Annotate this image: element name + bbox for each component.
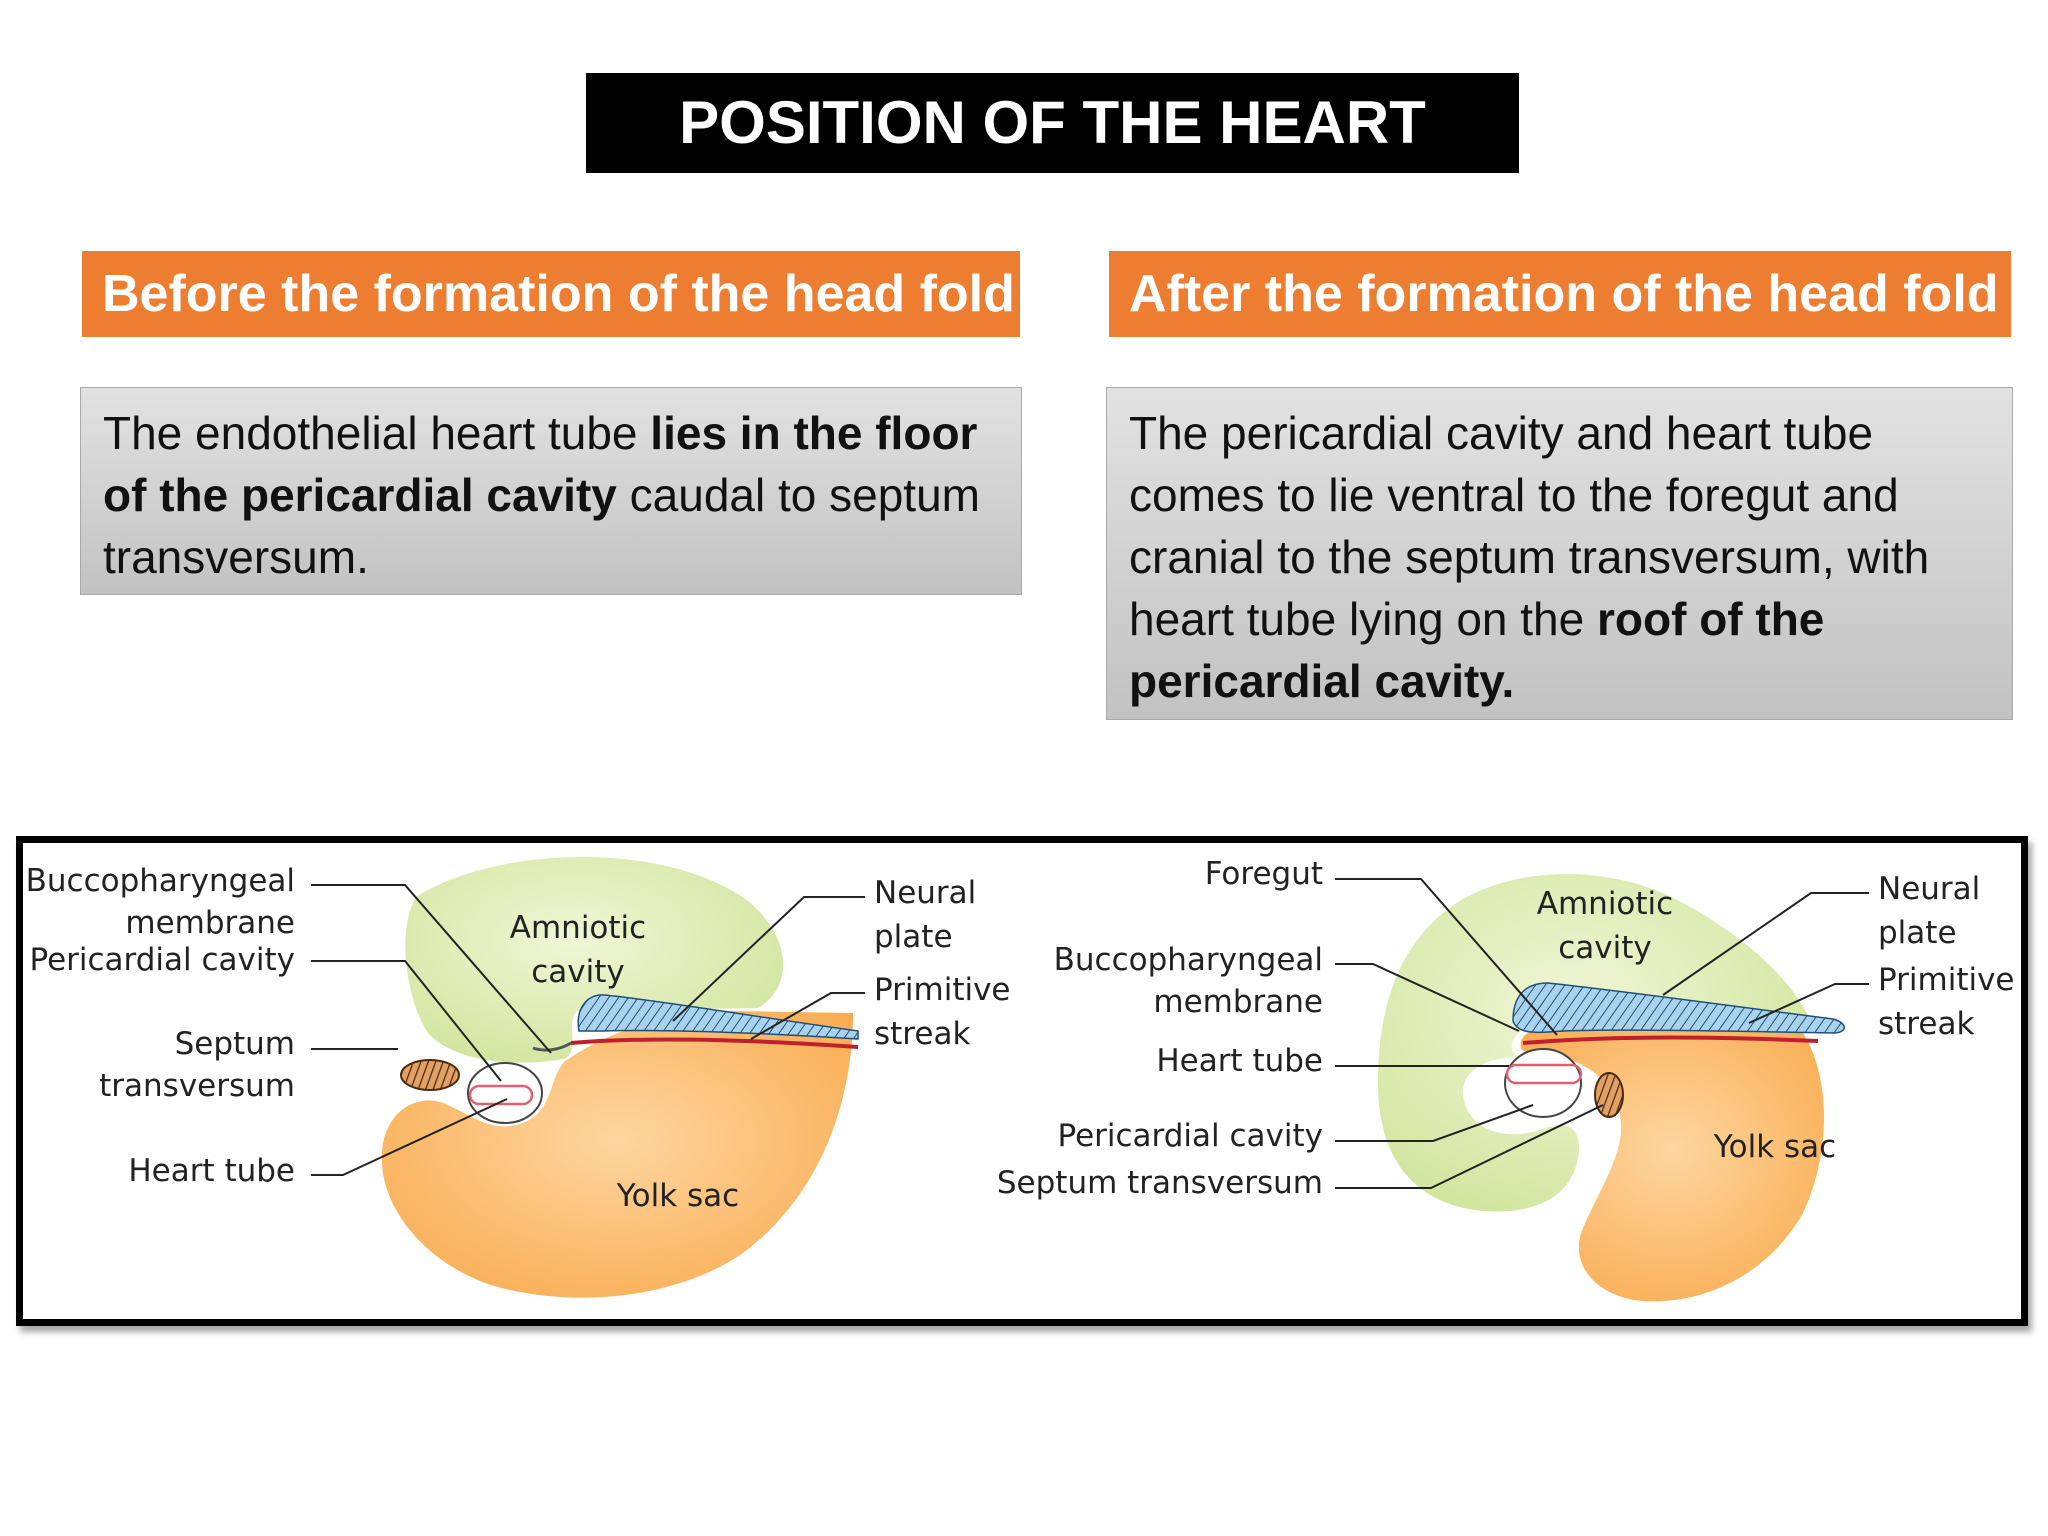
right-primitive-label-1: Primitive	[1878, 962, 2015, 998]
right-amniotic-cavity-shape	[1378, 874, 1813, 1212]
right-foregut-label: Foregut	[1205, 856, 1323, 892]
left-primitive-label-1: Primitive	[874, 972, 1011, 1008]
before-text-2: caudal to septum transversum.	[103, 469, 980, 583]
left-amniotic-cavity-shape	[405, 856, 784, 1063]
right-endoderm-line	[1522, 1035, 1819, 1045]
right-heart-tube-shape	[1505, 1063, 1583, 1085]
left-heart-tube-shape	[468, 1084, 534, 1106]
embryo-diagram: Amniotic cavity Yolk sac Buccopharyngeal…	[26, 856, 2015, 1302]
before-description: The endothelial heart tube lies in the f…	[80, 387, 1022, 595]
slide-title: POSITION OF THE HEART TUBE:	[586, 73, 1519, 256]
left-pericardial-cavity-leader	[311, 960, 502, 1082]
right-yolk-sac-label: Yolk sac	[1713, 1129, 1836, 1165]
right-buccopharyngeal-label-2: membrane	[1153, 984, 1323, 1020]
after-head-fold-header: After the formation of the head fold	[1109, 251, 2011, 337]
right-neural-plate-leader	[1662, 892, 1869, 996]
right-heart-tube-label: Heart tube	[1156, 1043, 1323, 1079]
right-embryo: Amniotic cavity Yolk sac Foregut Buccoph…	[997, 856, 2015, 1302]
right-neural-plate-shape	[1512, 982, 1845, 1034]
left-pericardial-cavity-label: Pericardial cavity	[29, 942, 295, 978]
left-buccopharyngeal-label-1: Buccopharyngeal	[26, 863, 295, 899]
before-text-1: The endothelial heart tube	[103, 407, 651, 459]
diagram-frame: Amniotic cavity Yolk sac Buccopharyngeal…	[16, 836, 2028, 1326]
left-neural-plate-leader	[672, 896, 865, 1022]
left-heart-tube-label: Heart tube	[128, 1153, 295, 1189]
before-head-fold-header: Before the formation of the head fold	[82, 251, 1020, 337]
left-septum-label-2: transversum	[99, 1068, 295, 1104]
right-amniotic-label-1: Amniotic	[1537, 886, 1673, 922]
left-buccopharyngeal-leader	[311, 884, 552, 1054]
right-septum-transversum-shape	[1594, 1072, 1624, 1118]
left-embryo: Amniotic cavity Yolk sac Buccopharyngeal…	[26, 856, 1011, 1298]
left-neural-label-1: Neural	[874, 875, 976, 911]
right-foregut-leader	[1335, 878, 1558, 1036]
right-septum-transversum-leader	[1335, 1104, 1604, 1189]
left-heart-tube-leader	[311, 1098, 508, 1176]
right-buccopharyngeal-leader	[1335, 963, 1520, 1032]
right-primitive-streak-leader	[1748, 983, 1869, 1024]
left-buccopharyngeal-label-2: membrane	[125, 905, 295, 941]
left-buccopharyngeal-line	[532, 1041, 572, 1052]
left-neural-plate-shape	[577, 994, 859, 1040]
left-neural-label-2: plate	[874, 919, 953, 955]
right-neural-label-2: plate	[1878, 915, 1957, 951]
after-text-1: The pericardial cavity and heart tube co…	[1129, 407, 1930, 645]
right-pericardial-cavity-label: Pericardial cavity	[1057, 1118, 1323, 1154]
right-septum-transversum-label: Septum transversum	[997, 1165, 1323, 1201]
left-septum-label-1: Septum	[175, 1026, 295, 1062]
right-primitive-label-2: streak	[1878, 1006, 1974, 1042]
right-buccopharyngeal-label-1: Buccopharyngeal	[1054, 942, 1323, 978]
right-yolk-sac-shape	[1520, 1027, 1824, 1302]
left-amniotic-label-2: cavity	[531, 954, 625, 990]
left-yolk-sac-shape	[381, 1011, 853, 1298]
right-pericardial-cavity-leader	[1335, 1104, 1534, 1142]
right-neural-label-1: Neural	[1878, 871, 1980, 907]
left-yolk-sac-label: Yolk sac	[616, 1178, 739, 1214]
before-bold-1: lies in the floor of the pericardial cav…	[103, 407, 978, 521]
left-primitive-label-2: streak	[874, 1016, 970, 1052]
left-primitive-streak-leader	[750, 992, 865, 1040]
after-description: The pericardial cavity and heart tube co…	[1106, 387, 2013, 720]
left-amniotic-label-1: Amniotic	[510, 910, 646, 946]
left-septum-transversum-shape	[400, 1059, 460, 1091]
left-endoderm-line	[570, 1037, 859, 1049]
right-amniotic-label-2: cavity	[1558, 930, 1652, 966]
after-bold-1: roof of the pericardial cavity.	[1129, 593, 1825, 707]
